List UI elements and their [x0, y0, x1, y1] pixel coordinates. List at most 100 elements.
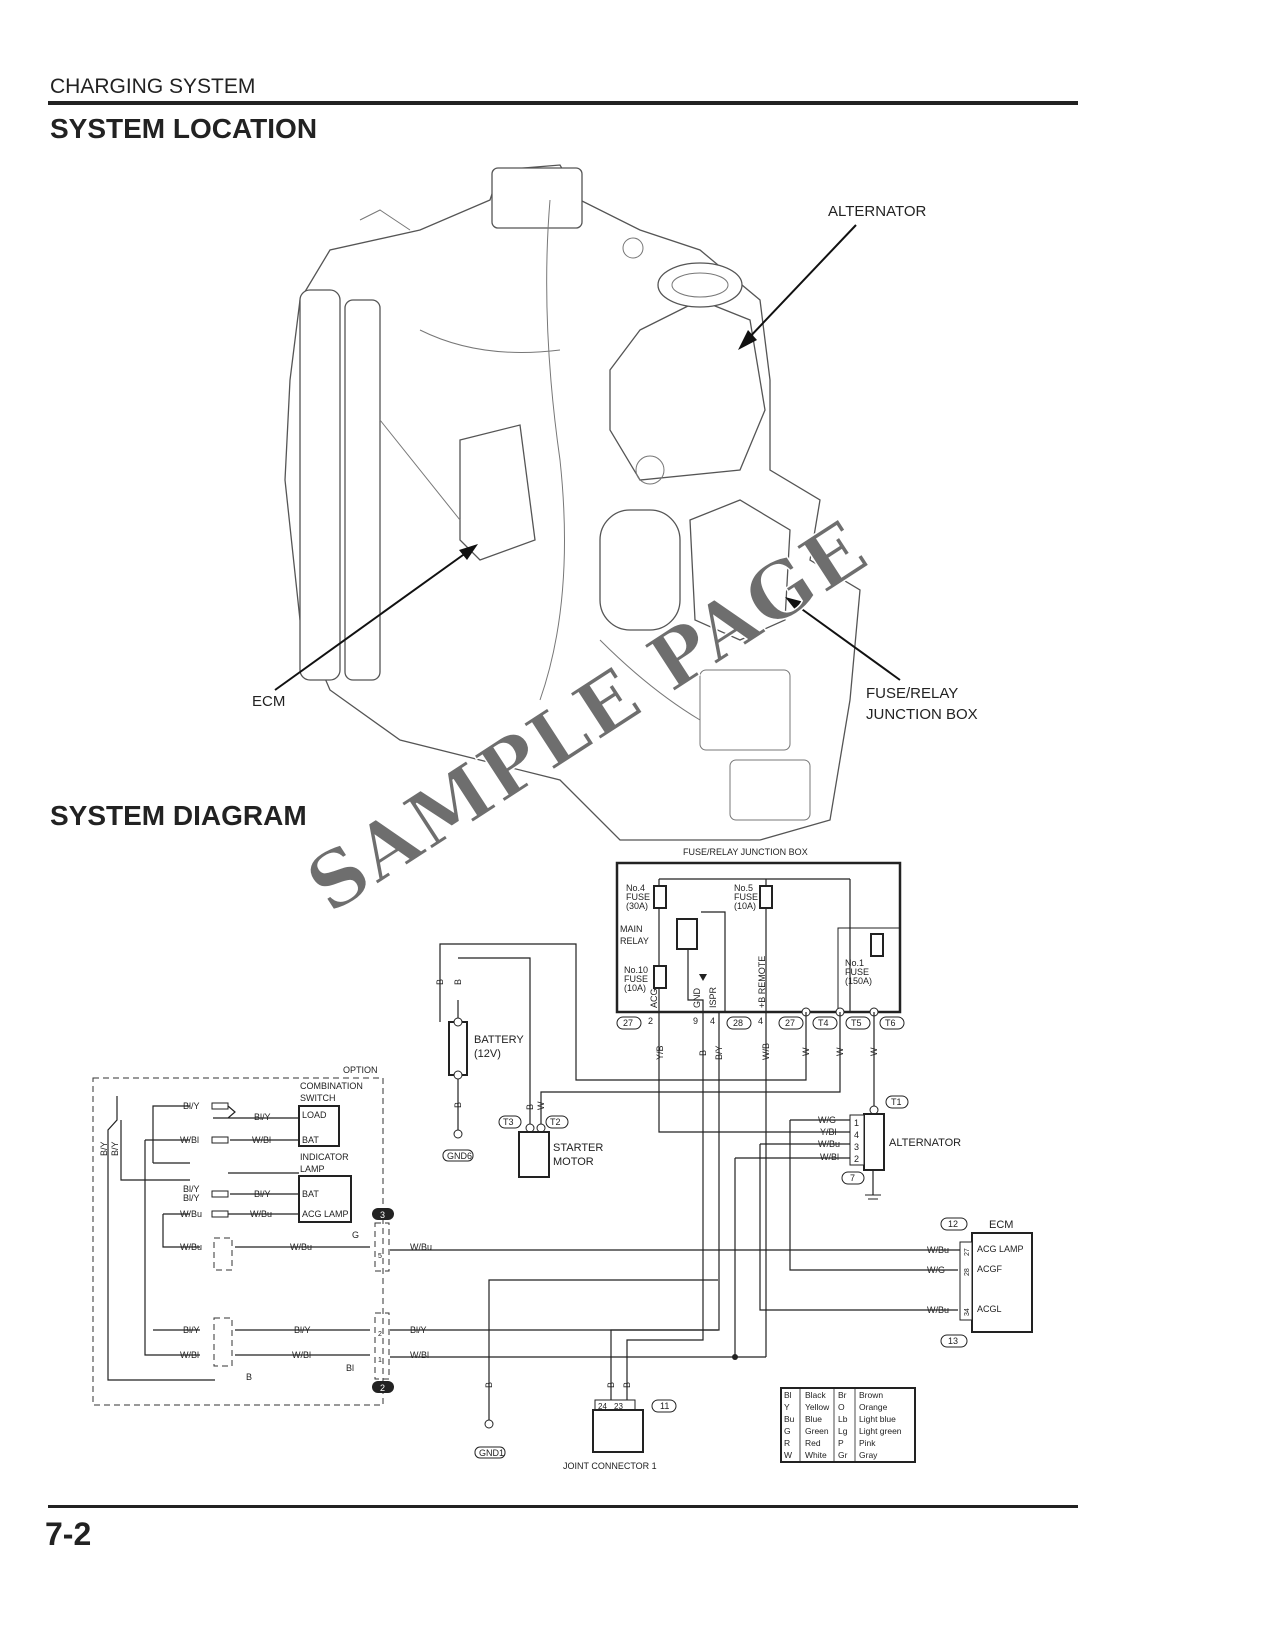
svg-text:5: 5: [378, 1253, 382, 1260]
ground-icon: [453, 1129, 463, 1139]
svg-text:Bl/Y: Bl/Y: [254, 1112, 271, 1122]
svg-text:2: 2: [378, 1331, 382, 1338]
svg-text:No.10: No.10: [624, 965, 648, 975]
svg-text:JOINT CONNECTOR 1: JOINT CONNECTOR 1: [563, 1461, 657, 1471]
svg-text:No.1: No.1: [845, 958, 864, 968]
diagram-heading: SYSTEM DIAGRAM: [50, 800, 307, 831]
svg-text:Y/B: Y/B: [655, 1045, 665, 1060]
svg-text:ACGF: ACGF: [977, 1264, 1003, 1274]
gnd6-label: GND6: [447, 1151, 472, 1161]
legend-color-name: Light blue: [859, 1414, 896, 1424]
section-title: CHARGING SYSTEM: [50, 75, 255, 98]
svg-text:(150A): (150A): [845, 976, 872, 986]
svg-text:Bl/Y: Bl/Y: [183, 1101, 200, 1111]
svg-text:Bl/Y: Bl/Y: [294, 1325, 311, 1335]
battery: BATTERY (12V) GND6: [442, 1017, 524, 1162]
page-number: 7-2: [45, 1516, 91, 1552]
legend-color-name: Light green: [859, 1426, 902, 1436]
diode-icon: [699, 974, 707, 981]
header-rule: [48, 101, 1078, 105]
svg-text:GND1: GND1: [479, 1448, 504, 1458]
ecm: 12 ECM ACG LAMP ACGF ACGL 27 28 34 13: [940, 1217, 1033, 1348]
svg-text:Y/Bl: Y/Bl: [820, 1127, 837, 1137]
legend-color-name: Red: [805, 1438, 821, 1448]
legend-color-name: Green: [805, 1426, 829, 1436]
svg-text:SWITCH: SWITCH: [300, 1093, 336, 1103]
svg-text:T1: T1: [891, 1097, 902, 1107]
svg-text:MOTOR: MOTOR: [553, 1156, 594, 1168]
junction-box-title: FUSE/RELAY JUNCTION BOX: [683, 847, 808, 857]
fuse-relay-arrow: [791, 601, 901, 681]
svg-text:W/Bl: W/Bl: [410, 1350, 429, 1360]
svg-text:4: 4: [710, 1016, 715, 1026]
svg-text:28: 28: [733, 1018, 743, 1028]
ecm-callout: ECM: [252, 693, 285, 710]
svg-text:11: 11: [660, 1401, 669, 1411]
legend-color-code: W: [784, 1450, 792, 1460]
svg-text:RELAY: RELAY: [620, 936, 649, 946]
svg-text:W/Bu: W/Bu: [250, 1209, 272, 1219]
svg-text:27: 27: [623, 1018, 633, 1028]
svg-text:FUSE: FUSE: [734, 892, 758, 902]
svg-text:GND: GND: [692, 988, 702, 1009]
svg-text:W/Bl: W/Bl: [180, 1350, 199, 1360]
legend-color-name: Black: [805, 1390, 827, 1400]
svg-text:ACGL: ACGL: [977, 1304, 1002, 1314]
svg-text:T5: T5: [851, 1018, 862, 1028]
svg-text:FUSE: FUSE: [845, 967, 869, 977]
footer-rule: [48, 1505, 1078, 1508]
svg-text:W/Bl: W/Bl: [180, 1135, 199, 1145]
legend-color-name: White: [805, 1450, 827, 1460]
svg-text:W: W: [801, 1047, 811, 1056]
svg-text:No.4: No.4: [626, 883, 645, 893]
svg-text:B: B: [606, 1382, 616, 1388]
svg-text:Bl/Y: Bl/Y: [410, 1325, 427, 1335]
svg-text:W/Bu: W/Bu: [818, 1139, 840, 1149]
svg-text:(30A): (30A): [626, 901, 648, 911]
svg-text:12: 12: [948, 1219, 958, 1229]
svg-text:BAT: BAT: [302, 1135, 319, 1145]
svg-text:3: 3: [854, 1142, 859, 1152]
legend-color-code: G: [784, 1426, 791, 1436]
svg-text:W/Bl: W/Bl: [252, 1135, 271, 1145]
svg-text:2: 2: [854, 1154, 859, 1164]
legend-color-name: Yellow: [805, 1402, 830, 1412]
legend-color-name: Gray: [859, 1450, 878, 1460]
svg-text:Bl/Y: Bl/Y: [183, 1184, 200, 1194]
svg-text:+B REMOTE: +B REMOTE: [757, 956, 767, 1008]
svg-text:Bl/Y: Bl/Y: [254, 1189, 271, 1199]
svg-text:G: G: [352, 1230, 359, 1240]
svg-text:BATTERY: BATTERY: [474, 1034, 524, 1046]
svg-text:13: 13: [948, 1336, 958, 1346]
svg-text:ECM: ECM: [989, 1219, 1013, 1231]
svg-text:1: 1: [854, 1118, 859, 1128]
svg-text:(10A): (10A): [734, 901, 756, 911]
alternator-callout: ALTERNATOR: [828, 203, 927, 220]
legend-color-code: Lg: [838, 1426, 848, 1436]
svg-text:(10A): (10A): [624, 983, 646, 993]
svg-text:2: 2: [380, 1383, 385, 1393]
option-wiring: OPTION COMBINATION SWITCH LOAD BAT INDIC…: [92, 1065, 432, 1406]
location-heading: SYSTEM LOCATION: [50, 113, 317, 144]
arrowhead-icon: [785, 597, 804, 612]
svg-text:B: B: [435, 979, 445, 985]
legend-color-code: Gr: [838, 1450, 848, 1460]
svg-text:LOAD: LOAD: [302, 1110, 327, 1120]
svg-text:ALTERNATOR: ALTERNATOR: [889, 1137, 961, 1149]
ground-icon: [484, 1419, 494, 1429]
svg-text:T2: T2: [550, 1117, 561, 1127]
svg-text:B: B: [622, 1382, 632, 1388]
svg-text:ACG: ACG: [649, 988, 659, 1008]
svg-text:W/G: W/G: [818, 1115, 836, 1125]
svg-text:34: 34: [964, 1308, 971, 1316]
svg-text:B: B: [453, 1102, 463, 1108]
svg-text:FUSE: FUSE: [624, 974, 648, 984]
svg-text:(12V): (12V): [474, 1048, 501, 1060]
legend-color-code: Bu: [784, 1414, 795, 1424]
legend-color-code: P: [838, 1438, 844, 1448]
svg-text:B: B: [525, 1104, 535, 1110]
svg-text:W/Bu: W/Bu: [410, 1242, 432, 1252]
